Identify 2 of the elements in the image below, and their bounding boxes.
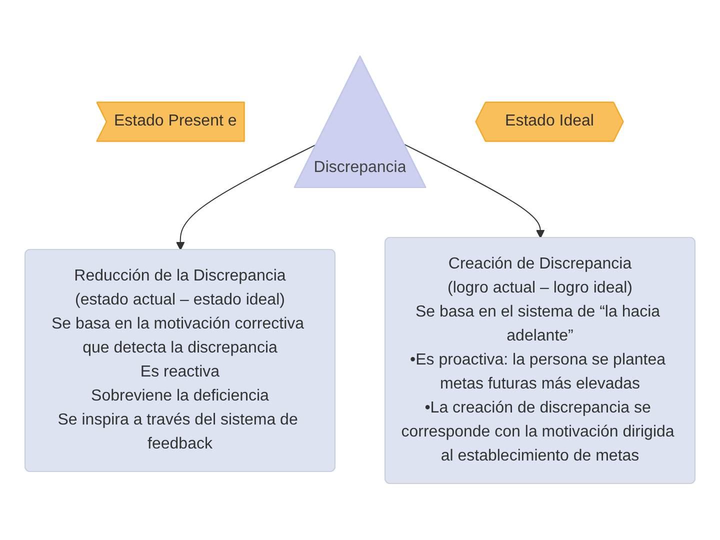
arrow bbox=[404, 144, 545, 239]
arrow bbox=[176, 144, 318, 251]
